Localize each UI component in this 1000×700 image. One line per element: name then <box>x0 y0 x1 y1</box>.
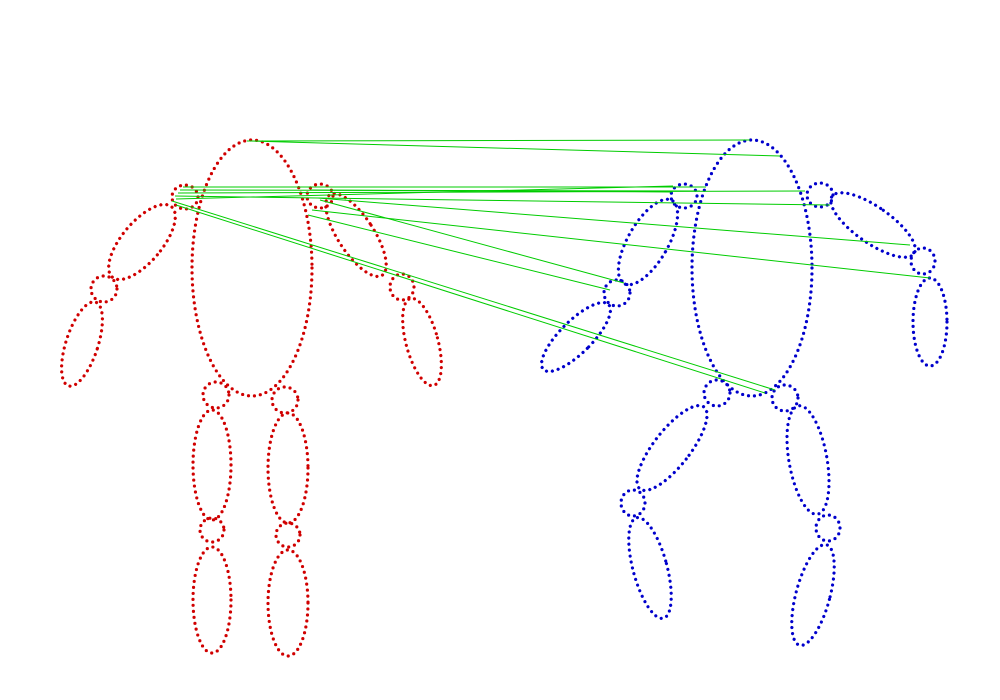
target-right-shoulder <box>805 181 835 209</box>
source-left-hip <box>201 380 231 410</box>
source-right-thigh <box>266 411 310 525</box>
correspondence-line <box>175 204 766 394</box>
source-left-knee <box>198 516 226 544</box>
source-right-elbow <box>388 272 416 302</box>
target-left-thigh <box>635 403 709 493</box>
source-left-elbow <box>89 274 119 304</box>
correspondence-lines <box>171 139 931 394</box>
source-left-shin <box>191 545 233 655</box>
correspondence-line <box>319 199 625 284</box>
target-left-forearm <box>539 300 613 374</box>
target-right-forearm <box>911 276 949 368</box>
target-right-shin <box>790 542 836 648</box>
correspondence-line <box>317 197 911 246</box>
source-right-knee <box>274 521 302 549</box>
target-right-upper-arm <box>829 191 917 259</box>
source-right-hip <box>270 385 300 415</box>
source-right-upper-arm <box>324 191 388 279</box>
source-model <box>59 138 443 658</box>
target-left-elbow <box>602 278 632 308</box>
correspondence-line <box>307 214 611 291</box>
target-left-knee <box>619 488 647 518</box>
correspondence-line <box>249 140 781 157</box>
correspondence-line <box>246 139 751 142</box>
target-right-thigh <box>785 404 831 516</box>
target-right-knee <box>814 513 842 543</box>
source-left-shoulder <box>170 183 200 211</box>
source-left-forearm <box>59 300 105 388</box>
target-left-hip <box>702 378 732 408</box>
correspondence-line <box>174 195 831 206</box>
target-left-shin <box>627 515 673 621</box>
correspondence-line <box>311 209 931 279</box>
source-left-upper-arm <box>107 202 177 282</box>
target-right-elbow <box>909 246 937 276</box>
source-right-shin <box>266 548 310 658</box>
source-torso <box>190 138 314 398</box>
target-torso <box>690 138 814 398</box>
correspondence-line <box>175 185 674 200</box>
target-left-upper-arm <box>616 197 680 287</box>
source-right-forearm <box>401 296 443 388</box>
source-right-shoulder <box>305 182 335 210</box>
correspondence-line <box>177 190 806 194</box>
target-model <box>539 138 949 648</box>
target-left-shoulder <box>669 182 699 210</box>
source-left-thigh <box>191 408 233 522</box>
correspondence-line <box>171 200 776 391</box>
target-right-hip <box>770 383 800 413</box>
